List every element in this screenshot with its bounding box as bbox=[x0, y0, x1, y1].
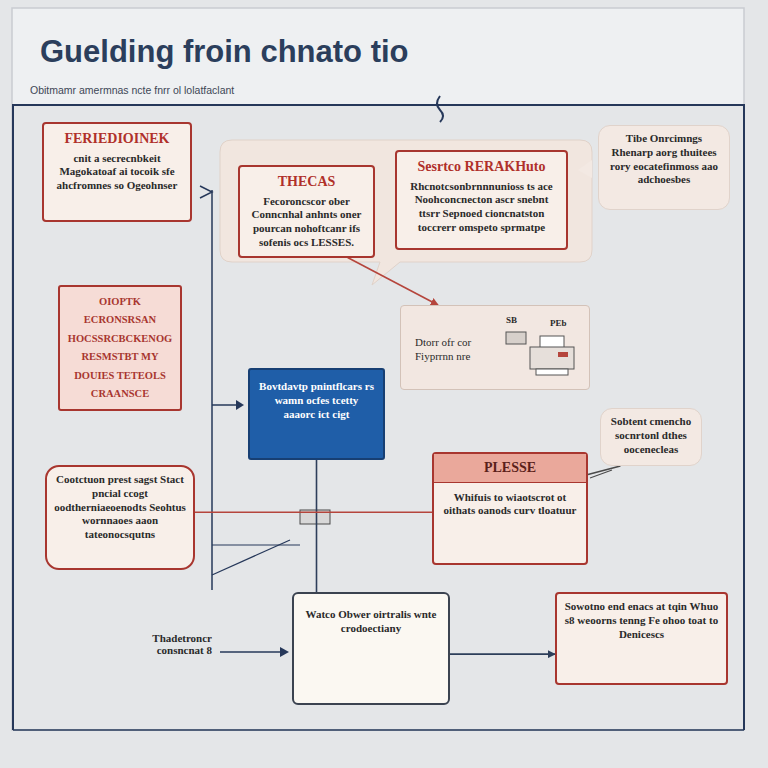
header-band bbox=[12, 8, 744, 105]
printer-light bbox=[558, 352, 568, 357]
output-box: Watco Obwer oirtralis wnte crodoectiany bbox=[292, 592, 450, 705]
side-note: Thadetroncr consncnat 8 bbox=[110, 632, 212, 656]
connector bbox=[195, 511, 432, 513]
leader-line bbox=[220, 651, 284, 653]
outer-frame bbox=[12, 8, 744, 730]
central-box: Bovtdavtp pnintflcars rs wamn ocfes tcet… bbox=[248, 368, 385, 460]
process-box: THECAS Fecoroncscor ober Conncnhal anhnts… bbox=[238, 165, 375, 258]
small-device bbox=[506, 332, 526, 344]
box-text: cnit a secrecnbkeit Magokatoaf ai tocoik… bbox=[51, 152, 183, 193]
header-rule bbox=[12, 104, 745, 106]
connector bbox=[316, 460, 318, 592]
rule-hook bbox=[437, 96, 443, 122]
diagram-title: Guelding froin chnato tio bbox=[40, 34, 409, 70]
box-text: Sobtent cmencho socnrtonl dthes oocenecl… bbox=[608, 415, 694, 456]
box-text: OIOPTK ECRONSRSAN HOCSSRCBCKENOG RESMSTB… bbox=[67, 293, 173, 403]
process-box: Sowotno end enacs at tqin Whuo s8 weoorn… bbox=[555, 592, 728, 685]
leader-head bbox=[280, 647, 289, 657]
branch-head bbox=[236, 400, 244, 410]
timeline-rail bbox=[211, 190, 213, 590]
subtitle: Obitmamr amermnas ncte fnrr ol lolatfacl… bbox=[30, 84, 234, 96]
box-text: Cootctuon prest sagst Stact pncial ccogt… bbox=[54, 473, 186, 542]
box-heading: FERIEDIOINEK bbox=[51, 130, 183, 148]
box-text: Sowotno end enacs at tqin Whuo s8 weoorn… bbox=[564, 600, 719, 641]
box-text: Whifuis to wiaotscrot ot oithats oanods … bbox=[441, 491, 579, 519]
note-bubble: Sobtent cmencho socnrtonl dthes oocenecl… bbox=[600, 408, 702, 466]
rail-branch bbox=[212, 540, 290, 575]
connector bbox=[450, 653, 555, 655]
frame-right bbox=[743, 105, 745, 730]
box-text: Watco Obwer oirtralis wnte crodoectiany bbox=[304, 608, 438, 636]
box-text: Dtorr ofr cor Fiyprrnn nre bbox=[415, 336, 494, 364]
rail-branch bbox=[212, 544, 300, 545]
printer-body bbox=[530, 347, 574, 369]
printer-tray bbox=[536, 369, 568, 375]
bubble-tail bbox=[578, 160, 592, 178]
box-heading: Sesrtco RERAKHuto bbox=[404, 158, 559, 176]
frame-bottom bbox=[13, 729, 744, 731]
rail-tick bbox=[200, 186, 212, 198]
box-text: Fecoroncscor ober Conncnhal anhnts oner … bbox=[247, 195, 366, 250]
connector bbox=[588, 466, 620, 475]
process-box: Sesrtco RERAKHutoRhcnotcsonbrnnnunioss t… bbox=[395, 150, 568, 250]
rounded-box: Cootctuon prest sagst Stact pncial ccogt… bbox=[45, 465, 195, 570]
box-text: Rhcnotcsonbrnnnunioss ts ace Noohconcnec… bbox=[404, 180, 559, 235]
process-box: FERIEDIOINEK cnit a secrecnbkeit Magokato… bbox=[42, 122, 192, 222]
box-heading: THECAS bbox=[247, 173, 366, 191]
frame-left bbox=[12, 105, 14, 730]
note-bubble: Tibe Onrcimngs Rhenarp aorg thuitees ror… bbox=[598, 125, 730, 210]
box-heading: PLESSE bbox=[434, 454, 586, 483]
process-box: PLESSE Whifuis to wiaotscrot ot oithats o… bbox=[432, 452, 588, 565]
connector bbox=[348, 258, 438, 306]
printer-paper bbox=[540, 336, 564, 348]
box-text: Tibe Onrcimngs Rhenarp aorg thuitees ror… bbox=[606, 132, 722, 187]
box-text: Bovtdavtp pnintflcars rs wamn ocfes tcet… bbox=[258, 380, 375, 421]
group-panel bbox=[220, 140, 592, 285]
list-box: OIOPTK ECRONSRSAN HOCSSRCBCKENOG RESMSTB… bbox=[58, 285, 182, 411]
